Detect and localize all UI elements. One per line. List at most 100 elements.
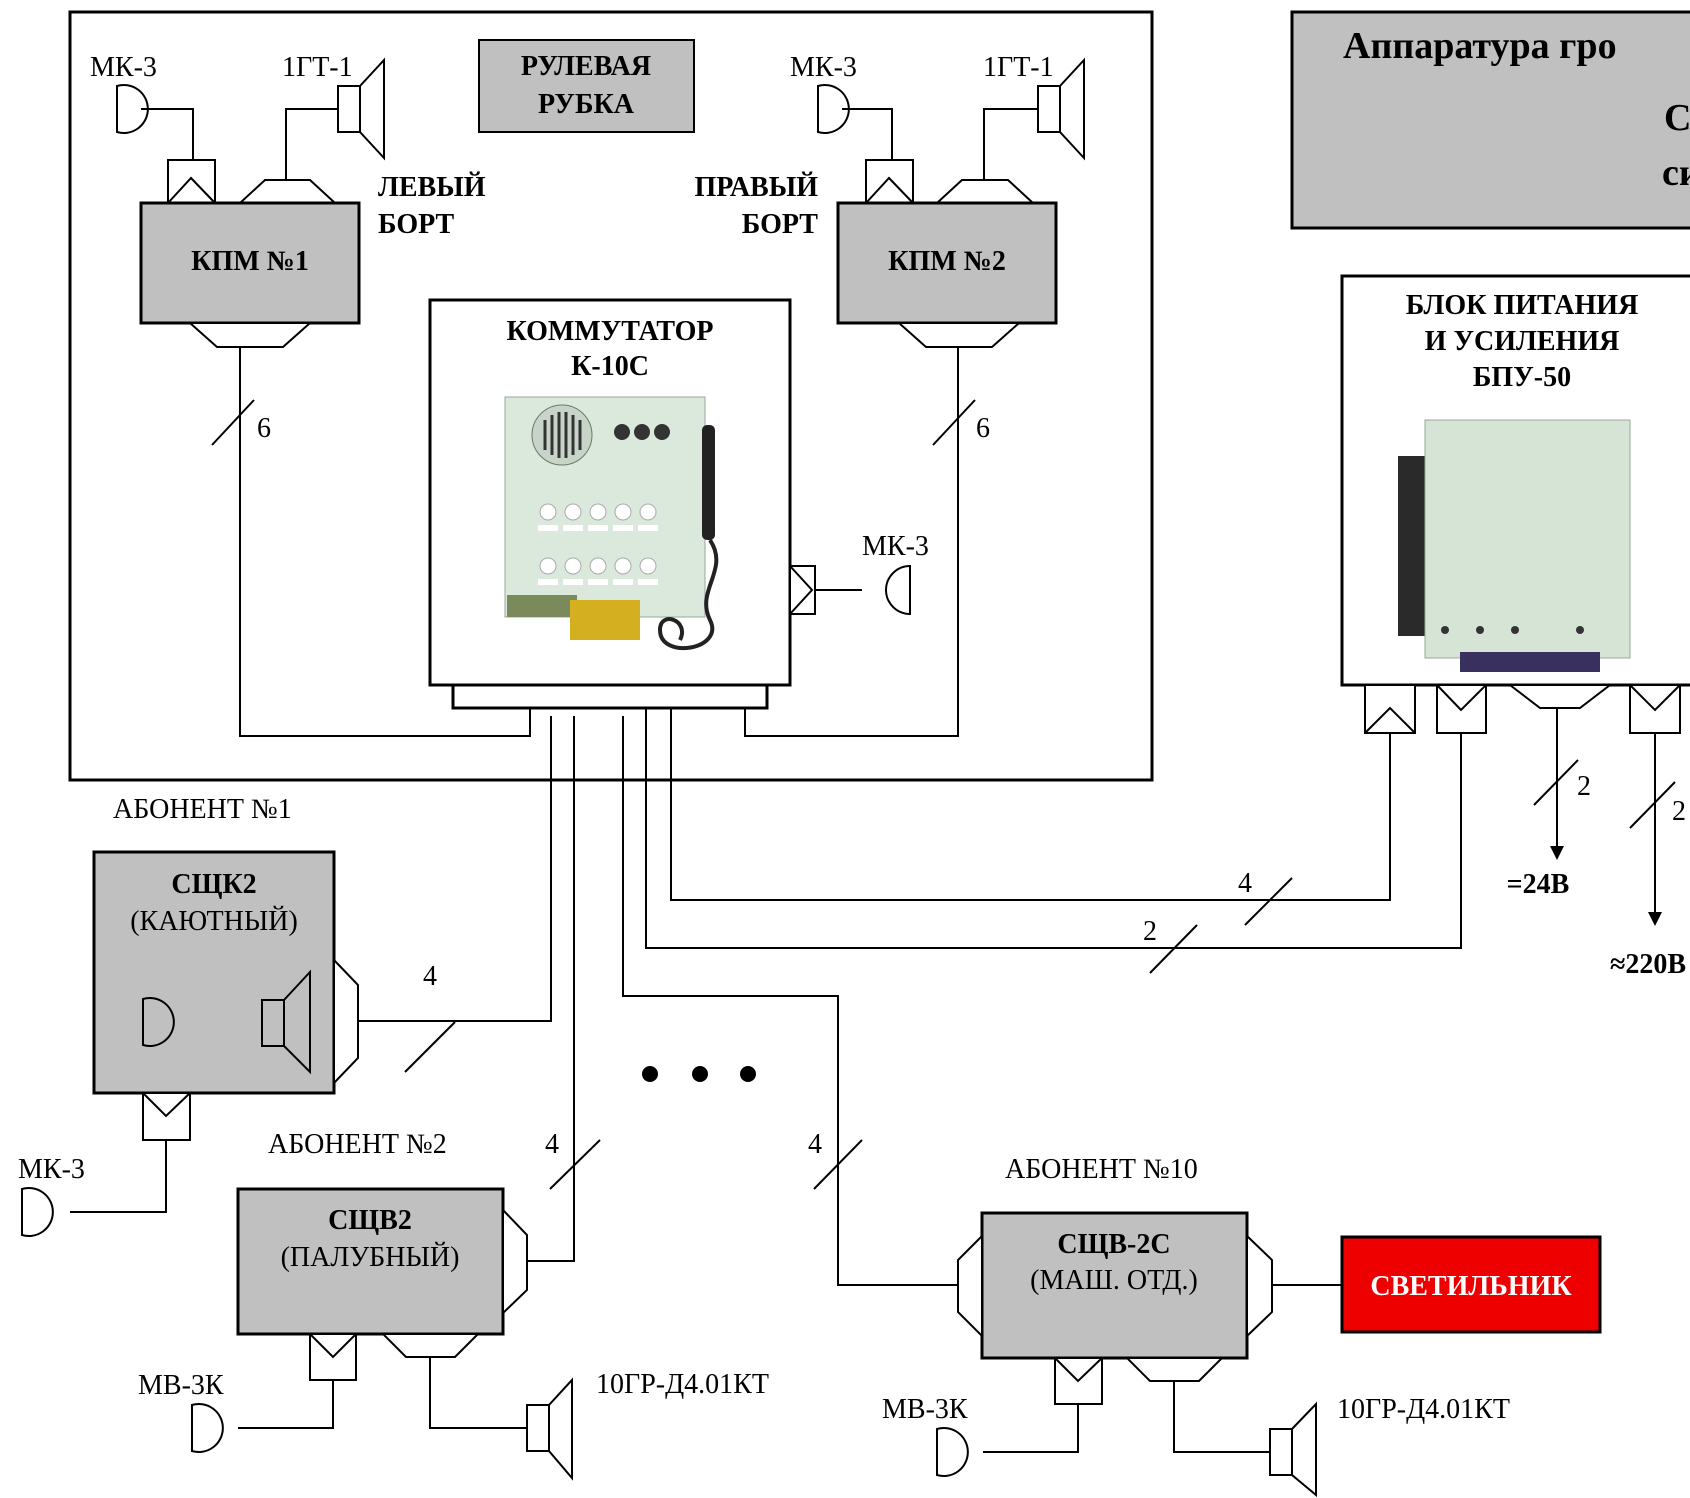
kpm-1-label: КПМ №1 <box>191 246 309 277</box>
subscriber-2-cable <box>527 716 575 1262</box>
power-unit-dc-wire-count: 2 <box>1577 771 1591 802</box>
lamp-box <box>1340 1235 1602 1334</box>
title-panel: Аппаратура гро С си <box>1290 10 1690 230</box>
power-unit-label-line-1: БЛОК ПИТАНИЯ <box>1406 290 1639 321</box>
kpm-1-wire-count: 6 <box>257 413 271 444</box>
kpm-1-speaker-icon <box>337 57 385 161</box>
switchboard-unit: КОММУТАТОР К-10С <box>428 298 929 710</box>
more-subscribers-dots <box>642 1066 756 1082</box>
subscriber-1-microphone-external-icon <box>21 1187 54 1237</box>
subscriber-10-name: СЩВ-2С <box>1057 1229 1170 1260</box>
kpm-2-mic-label: МК-3 <box>790 52 857 83</box>
kpm-1-wire-tick <box>211 399 255 446</box>
power-unit-label-line-2: И УСИЛЕНИЯ <box>1425 326 1620 357</box>
power-link-cable-b <box>645 708 1462 949</box>
subscriber-1: АБОНЕНТ №1 СЩК2 (КАЮТНЫЙ) 4 МК-3 <box>18 716 552 1237</box>
subscriber-2-heading: АБОНЕНТ №2 <box>268 1129 447 1160</box>
wheelhouse-label-line-2: РУБКА <box>538 89 635 120</box>
subscriber-1-microphone-icon <box>142 997 175 1047</box>
kpm-1-side-line-2: БОРТ <box>378 209 455 240</box>
subscriber-2: АБОНЕНТ №2 СЩВ2 (ПАЛУБНЫЙ) 4 МВ-3К 10ГР-… <box>138 716 769 1481</box>
kpm-2-box <box>836 201 1058 325</box>
subscriber-1-heading: АБОНЕНТ №1 <box>113 794 292 825</box>
subscriber-1-type: (КАЮТНЫЙ) <box>130 906 298 937</box>
kpm-1-cable-connector-icon <box>187 322 313 348</box>
kpm-2-side-line-1: ПРАВЫЙ <box>695 172 819 203</box>
kpm-2-side-line-2: БОРТ <box>742 209 819 240</box>
kpm-1-box <box>139 201 361 325</box>
title-box <box>1290 10 1690 230</box>
switchboard-label-line-1: КОММУТАТОР <box>506 316 713 347</box>
subscriber-2-name: СЩВ2 <box>328 1205 412 1236</box>
subscriber-10-lamp-connector-icon <box>1246 1233 1273 1339</box>
switchboard-mic-connector-icon <box>789 565 816 615</box>
subscriber-10-cable <box>622 716 958 1286</box>
subscriber-10-speaker-label: 10ГР-Д4.01КТ <box>1337 1394 1510 1425</box>
subscriber-2-microphone-icon <box>191 1403 224 1453</box>
subscriber-10-type: (МАШ. ОТД.) <box>1030 1265 1198 1296</box>
kpm-2-label: КПМ №2 <box>888 246 1006 277</box>
subscriber-10-wire-count: 4 <box>808 1129 822 1160</box>
subscriber-2-cable-connector-icon <box>502 1207 528 1316</box>
subscriber-10-speaker-icon <box>1269 1401 1317 1498</box>
subscriber-2-mic-label: МВ-3К <box>138 1370 224 1401</box>
switchboard-device-image <box>504 396 719 651</box>
subscriber-10-heading: АБОНЕНТ №10 <box>1005 1154 1198 1185</box>
kpm-2-wire-count: 6 <box>976 413 990 444</box>
title-line-3: си <box>1662 152 1690 194</box>
subscriber-1-cable <box>358 716 552 1022</box>
subscriber-2-speaker-icon <box>526 1377 573 1481</box>
arrow-down-icon <box>1648 912 1662 926</box>
lamp-unit: СВЕТИЛЬНИК <box>1340 1235 1602 1334</box>
switchboard-microphone-icon <box>885 564 911 616</box>
title-line-1: Аппаратура гро <box>1343 25 1617 67</box>
kpm-1-side-line-1: ЛЕВЫЙ <box>378 172 486 203</box>
subscriber-10-mic-label: МВ-3К <box>882 1394 968 1425</box>
kpm-2-unit: МК-3 1ГТ-1 КПМ №2 ПРАВЫЙ БОРТ 6 <box>695 52 1085 446</box>
kpm-1-mic-label: МК-3 <box>90 52 157 83</box>
kpm-1-cable <box>239 347 531 737</box>
subscriber-1-wire-count: 4 <box>423 961 437 992</box>
kpm-2-wire-tick <box>932 399 976 446</box>
power-unit-dc-label: =24В <box>1507 869 1570 900</box>
subscriber-1-name: СЩК2 <box>171 869 256 900</box>
power-unit: БЛОК ПИТАНИЯ И УСИЛЕНИЯ БПУ-50 2 =24В 2 … <box>1340 274 1690 980</box>
power-link-wire-count-a: 4 <box>1238 868 1252 899</box>
lamp-label: СВЕТИЛЬНИК <box>1370 1271 1572 1302</box>
kpm-2-microphone-icon <box>817 84 850 134</box>
kpm-2-cable-connector-icon <box>896 322 1022 348</box>
subscriber-2-speaker-label: 10ГР-Д4.01КТ <box>596 1369 769 1400</box>
subscriber-2-speaker-connector-icon <box>380 1333 481 1358</box>
power-unit-connector-3-icon <box>1507 684 1613 709</box>
power-link-wire-count-b: 2 <box>1143 916 1157 947</box>
kpm-1-microphone-icon <box>116 84 149 134</box>
subscriber-10-cable-connector-icon <box>957 1233 983 1339</box>
title-line-2: С <box>1664 97 1690 139</box>
subscriber-10: АБОНЕНТ №10 СЩВ-2С (МАШ. ОТД.) 4 МВ-3К 1… <box>622 716 1510 1498</box>
subscriber-1-mic-label: МК-3 <box>18 1154 85 1185</box>
power-unit-label-line-3: БПУ-50 <box>1473 362 1571 393</box>
subscriber-1-cable-connector-icon <box>333 957 359 1086</box>
kpm-2-speaker-label: 1ГТ-1 <box>983 52 1054 83</box>
subscriber-10-microphone-icon <box>936 1427 969 1477</box>
kpm-1-unit: МК-3 1ГТ-1 КПМ №1 ЛЕВЫЙ БОРТ 6 <box>90 52 486 446</box>
switchboard-terminal-strip <box>451 683 769 710</box>
subscriber-10-speaker-connector-icon <box>1124 1357 1225 1382</box>
subscriber-2-wire-count: 4 <box>545 1129 559 1160</box>
subscriber-1-box <box>92 850 336 1095</box>
wheelhouse-label-box: РУЛЕВАЯ РУБКА <box>478 39 695 133</box>
subscriber-1-speaker-icon <box>261 969 311 1075</box>
power-unit-device-image <box>1398 419 1631 672</box>
power-unit-ac-label: ≈220В <box>1610 949 1686 980</box>
switchboard-mic-label: МК-3 <box>862 531 929 562</box>
switchboard-label-line-2: К-10С <box>571 351 649 382</box>
power-link-cable-a <box>670 708 1391 901</box>
power-unit-ac-wire-count: 2 <box>1672 796 1686 827</box>
arrow-down-icon <box>1550 846 1564 860</box>
subscriber-2-box <box>236 1187 505 1336</box>
subscriber-2-type: (ПАЛУБНЫЙ) <box>281 1242 460 1273</box>
kpm-1-speaker-label: 1ГТ-1 <box>282 52 353 83</box>
kpm-2-cable <box>744 347 959 737</box>
kpm-2-speaker-icon <box>1037 57 1085 161</box>
